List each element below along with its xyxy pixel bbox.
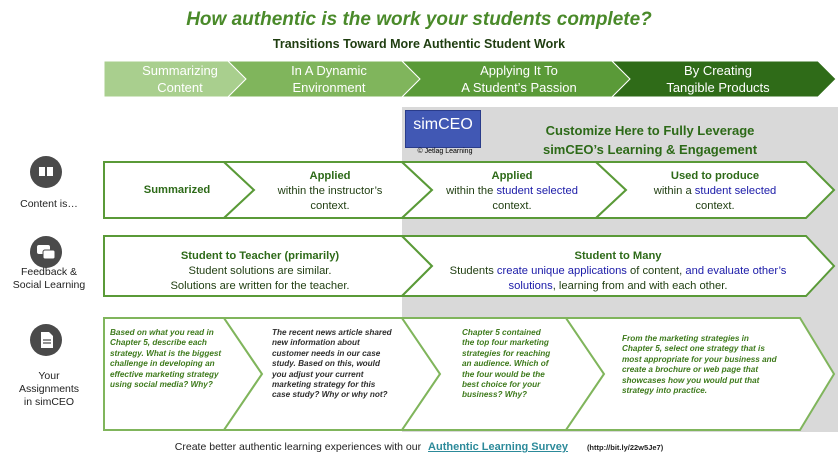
stage-label-2: In A Dynamic Environment: [246, 62, 412, 96]
stage-label-3: Applying It To A Student’s Passion: [424, 62, 614, 96]
content-cell-applied-student: Applied within the student selected cont…: [428, 169, 596, 214]
assignments-label-line1: Your: [38, 370, 60, 382]
content-c4-line2: context.: [695, 200, 735, 212]
feedback-f2-h1: create unique applications: [496, 265, 627, 277]
assignment-arrow-4: [564, 317, 836, 431]
feedback-f2-title: Student to Many: [574, 250, 662, 262]
assignments-label-line3: in simCEO: [23, 396, 75, 408]
page-subtitle: Transitions Toward More Authentic Studen…: [272, 37, 566, 51]
footer-text: Create better authentic learning experie…: [174, 441, 422, 453]
customize-heading: Customize Here to Fully Leverage simCEO’…: [500, 121, 800, 159]
survey-link[interactable]: Authentic Learning Survey: [428, 441, 569, 453]
feedback-f1-title: Student to Teacher (primarily): [180, 250, 340, 262]
content-c3-pre: within the: [446, 185, 497, 197]
stage-2-line2: Environment: [292, 80, 366, 95]
feedback-f2-p2: of content,: [626, 265, 686, 277]
stage-arrow-4: [610, 60, 837, 98]
stage-4-line1: By Creating: [684, 63, 752, 78]
row-label-assignments: Your Assignments in simCEO: [0, 370, 98, 409]
content-cell-summarized: Summarized: [110, 183, 244, 198]
stage-1-line2: Content: [157, 80, 203, 95]
feedback-f2-p3: , learning from and with each other.: [552, 280, 728, 292]
feedback-f1-line1: Student solutions are similar.: [188, 265, 332, 277]
assignment-text-2: The recent news article shared new infor…: [272, 328, 392, 400]
stage-label-1: Summarizing Content: [118, 62, 242, 96]
stage-3-line1: Applying It To: [480, 63, 558, 78]
content-c3-line1: within the student selected: [428, 184, 596, 199]
feedback-f2-h2: and evaluate: [685, 265, 750, 277]
feedback-label-line2: Social Learning: [12, 279, 86, 291]
stage-4-line2: Tangible Products: [666, 80, 770, 95]
feedback-label-line1: Feedback &: [20, 266, 78, 278]
page-title: How authentic is the work your students …: [186, 9, 652, 30]
content-c4-title: Used to produce: [670, 170, 760, 182]
feedback-f2-p1: Students: [449, 265, 497, 277]
stage-3-line2: A Student’s Passion: [461, 80, 577, 95]
content-c3-line2: context.: [492, 200, 532, 212]
row-label-feedback: Feedback & Social Learning: [0, 266, 98, 292]
feedback-arrow-2: [399, 235, 836, 297]
content-c2-title: Applied: [309, 170, 351, 182]
assignment-text-3: Chapter 5 contained the top four marketi…: [462, 328, 551, 400]
stage-1-line1: Summarizing: [142, 63, 218, 78]
content-c1-title: Summarized: [143, 184, 211, 196]
customize-line2: simCEO’s Learning & Engagement: [542, 142, 758, 157]
content-c4-highlight: student selected: [694, 185, 777, 197]
feedback-f2-body: Students create unique applications of c…: [436, 264, 800, 294]
head-book-icon: [30, 156, 62, 188]
content-cell-produce: Used to produce within a student selecte…: [626, 169, 804, 214]
content-cell-applied-instructor: Applied within the instructor’s context.: [252, 169, 408, 214]
assignments-label-line2: Assignments: [18, 383, 80, 395]
document-icon: [30, 324, 62, 356]
survey-url: (http://bit.ly/22w5Je7): [586, 443, 664, 452]
logo-copyright: © Jetlag Learning: [417, 148, 473, 155]
simceo-logo: simCEO: [405, 110, 481, 148]
feedback-f2-h3: other’s solutions: [508, 265, 787, 292]
content-c4-line1: within a student selected: [626, 184, 804, 199]
content-c3-highlight: student selected: [496, 185, 578, 197]
feedback-cell-teacher: Student to Teacher (primarily) Student s…: [110, 249, 410, 294]
stage-label-4: By Creating Tangible Products: [632, 62, 804, 96]
stage-2-line1: In A Dynamic: [291, 63, 367, 78]
chat-bubbles-icon: [30, 236, 62, 268]
footer: Create better authentic learning experie…: [0, 441, 838, 453]
content-c2-line2: context.: [310, 200, 350, 212]
content-c2-line1: within the instructor’s: [277, 185, 383, 197]
content-c3-title: Applied: [491, 170, 533, 182]
feedback-cell-many: Student to Many Students create unique a…: [436, 249, 800, 294]
feedback-f1-line2: Solutions are written for the teacher.: [170, 280, 350, 292]
assignment-text-4: From the marketing strategies in Chapter…: [622, 334, 777, 396]
logo-text: simCEO: [413, 116, 473, 133]
row-label-content: Content is…: [20, 198, 78, 210]
assignment-text-1: Based on what you read in Chapter 5, des…: [110, 328, 222, 390]
content-c4-pre: within a: [653, 185, 695, 197]
customize-line1: Customize Here to Fully Leverage: [545, 123, 755, 138]
content-arrow-4: [593, 161, 836, 219]
